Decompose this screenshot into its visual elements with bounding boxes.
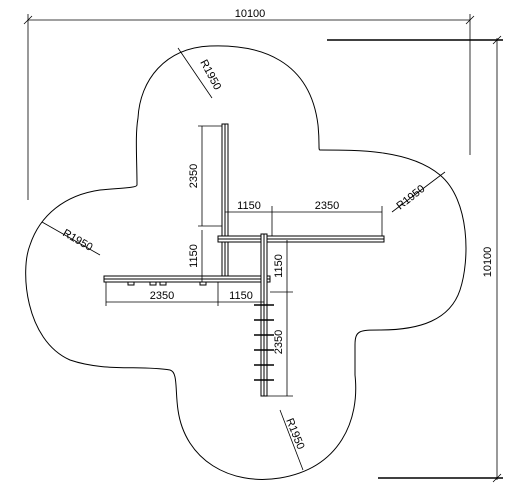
- overall-height-label: 10100: [482, 247, 494, 278]
- overall-width-label: 10100: [235, 8, 266, 20]
- upper-post: [221, 123, 229, 283]
- radius-bottom-label: R1950: [283, 417, 306, 452]
- left-gap-height-label: 1150: [188, 244, 200, 268]
- right-arm-length-dimension: 2350: [272, 200, 383, 236]
- lower-post: [254, 233, 274, 397]
- right-arm-length-label: 2350: [315, 200, 339, 212]
- lower-post-height-dimension: 2350: [267, 292, 293, 397]
- radius-right-label: R1950: [394, 183, 427, 212]
- lower-gap-width-dimension: 1150: [217, 282, 264, 306]
- left-arm-length-label: 2350: [150, 290, 174, 302]
- upper-gap-width-dimension: 1150: [225, 200, 273, 236]
- upper-gap-width-label: 1150: [237, 200, 261, 212]
- right-gap-height-dimension: 1150: [270, 240, 293, 293]
- left-gap-height-dimension: 1150: [188, 230, 203, 282]
- right-beam: [217, 235, 385, 243]
- left-arm-length-dimension: 2350: [105, 282, 218, 306]
- upper-post-height-label: 2350: [188, 164, 200, 188]
- lower-gap-width-label: 1150: [229, 290, 253, 302]
- radius-left-label: R1950: [61, 227, 95, 254]
- right-gap-height-label: 1150: [273, 254, 285, 278]
- radius-right-annotation: R1950: [391, 171, 446, 212]
- overall-width-dimension: 10100: [23, 8, 475, 200]
- safety-zone-outline: [25, 45, 467, 480]
- radius-top-annotation: R1950: [177, 47, 223, 99]
- radius-top-label: R1950: [197, 58, 223, 92]
- lower-post-height-label: 2350: [273, 330, 285, 354]
- overall-height-dimension: 10100: [327, 35, 503, 483]
- left-beam: [103, 275, 271, 286]
- radius-left-annotation: R1950: [41, 221, 101, 256]
- radius-bottom-annotation: R1950: [279, 409, 306, 471]
- upper-post-height-dimension: 2350: [188, 125, 222, 227]
